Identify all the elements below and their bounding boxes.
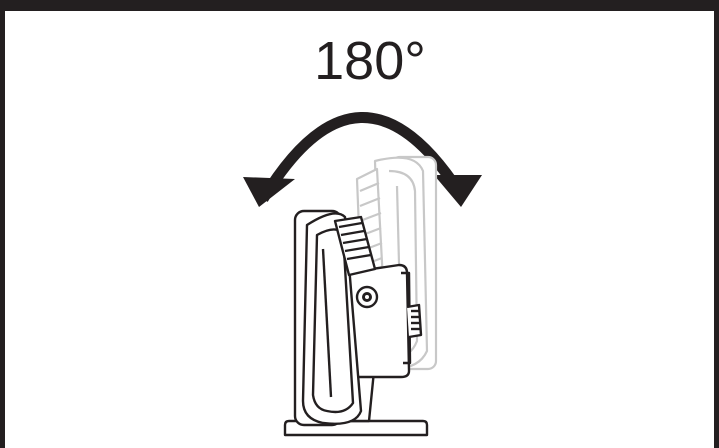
fan-rotation-diagram bbox=[243, 112, 482, 437]
rotation-angle-label: 180° bbox=[314, 31, 426, 91]
fan-body bbox=[283, 209, 429, 437]
fan-head-front bbox=[293, 209, 377, 427]
curved-arrow-left-icon bbox=[243, 177, 295, 207]
curved-arrow-right-icon bbox=[434, 175, 482, 207]
pivot-knob-icon bbox=[355, 285, 379, 309]
